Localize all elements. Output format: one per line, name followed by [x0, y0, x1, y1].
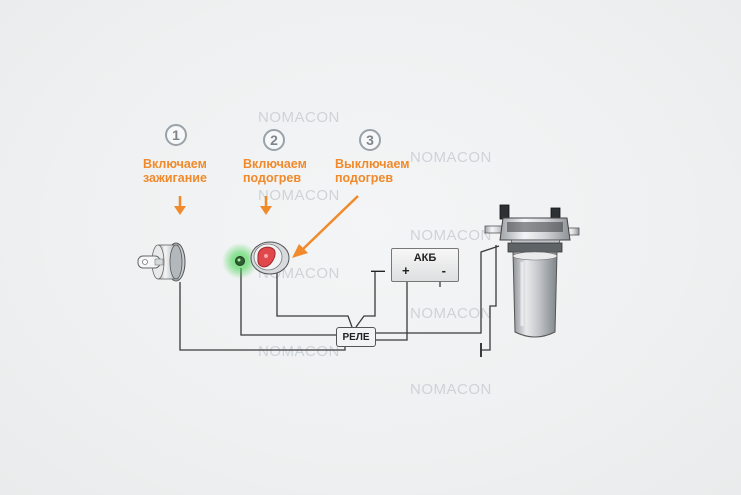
watermark: NOMACON [410, 227, 492, 244]
battery-block: АКБ + - [391, 248, 459, 282]
step-2-label-line: Включаем [243, 157, 307, 171]
watermark: NOMACON [258, 343, 340, 360]
wire-heater [376, 245, 500, 334]
step-1-label: Включаем зажигание [143, 157, 207, 185]
step-2-label: Включаем подогрев [243, 157, 307, 185]
heater-button-icon [250, 241, 290, 275]
battery-minus: - [441, 263, 446, 278]
wire-filter-ground [481, 245, 497, 351]
indicator-light-icon [222, 243, 258, 279]
fuel-filter-icon [484, 204, 580, 338]
step-1-number: 1 [165, 124, 187, 146]
step-1-label-line: зажигание [143, 171, 207, 185]
wire-button [276, 266, 353, 328]
watermark: NOMACON [410, 381, 492, 398]
wire-indicator [240, 268, 336, 336]
arrow-diagonal-icon [301, 195, 359, 251]
watermark: NOMACON [258, 187, 340, 204]
step-3-label-line: Выключаем [335, 157, 410, 171]
ground-minus-sign: — [371, 262, 385, 278]
step-2-number: 2 [263, 129, 285, 151]
arrow-down-icon [260, 206, 272, 215]
arrow-down-icon [174, 206, 186, 215]
ignition-switch-icon [137, 242, 186, 282]
arrow-diagonal-icon [292, 244, 308, 258]
step-2-label-line: подогрев [243, 171, 302, 185]
arrows [174, 195, 359, 258]
watermark: NOMACON [258, 109, 340, 126]
battery-label: АКБ [413, 252, 437, 264]
step-3-label: Выключаем подогрев [335, 157, 410, 185]
watermark: NOMACON [410, 305, 492, 322]
step-3-number: 3 [359, 129, 381, 151]
wire-battery-plus [376, 282, 408, 341]
watermark: NOMACON [410, 149, 492, 166]
wires [179, 245, 500, 357]
step-1-label-line: Включаем [143, 157, 207, 171]
wire-ignition [179, 282, 346, 351]
battery-plus: + [402, 263, 410, 278]
wire-ground [355, 272, 376, 328]
relay-block: РЕЛЕ [336, 327, 376, 347]
step-3-label-line: подогрев [335, 171, 394, 185]
